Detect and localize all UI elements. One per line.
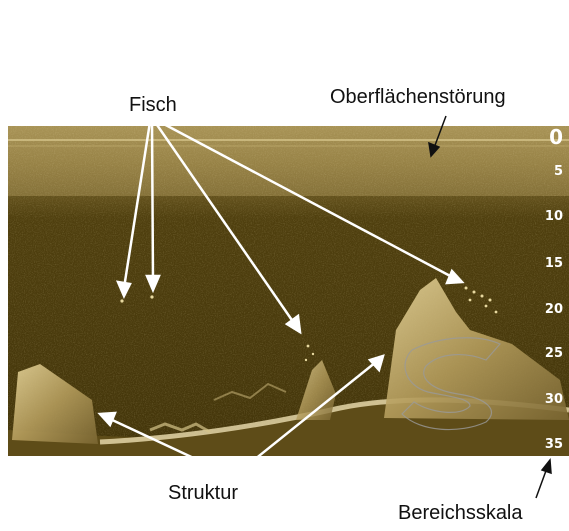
fish-target (469, 299, 472, 302)
fish-target (465, 287, 468, 290)
depth-tick-30: 30 (545, 393, 563, 406)
depth-tick-10: 10 (545, 210, 563, 223)
label-surface-clutter: Oberflächenstörung (330, 87, 506, 107)
depth-tick-35: 35 (545, 438, 563, 451)
arrow-fish-2 (152, 122, 153, 282)
fish-target (307, 345, 310, 348)
fish-target (473, 291, 476, 294)
arrow-range-scale (536, 468, 547, 498)
label-structure: Struktur (168, 483, 238, 503)
label-fish: Fisch (129, 95, 177, 115)
fish-target (485, 305, 488, 308)
depth-tick-15: 15 (545, 257, 563, 270)
depth-tick-5: 5 (554, 165, 563, 178)
fish-target (481, 295, 484, 298)
depth-tick-25: 25 (545, 347, 563, 360)
depth-tick-20: 20 (545, 303, 563, 316)
fish-target (120, 299, 123, 302)
fish-target (495, 311, 498, 314)
fish-target (489, 299, 492, 302)
label-range-scale: Bereichsskala (398, 503, 523, 523)
depth-tick-0: 0 (549, 127, 563, 147)
fish-target (150, 295, 153, 298)
fish-target (312, 353, 314, 355)
fish-target (305, 359, 307, 361)
